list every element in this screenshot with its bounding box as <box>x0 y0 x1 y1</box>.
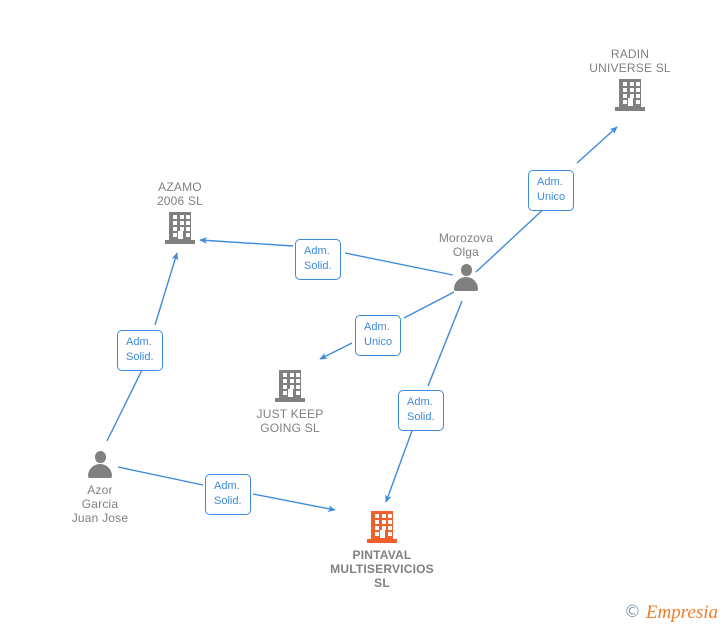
building-icon <box>165 212 195 244</box>
edge-label-morozova-azamo[interactable]: Adm. Solid. <box>295 239 341 280</box>
edge-azor-azamo <box>106 252 179 442</box>
node-azamo-2006-sl[interactable]: AZAMO 2006 SL <box>110 180 250 244</box>
edge-label-azor-azamo[interactable]: Adm. Solid. <box>117 330 163 371</box>
node-radin-universe-sl[interactable]: RADIN UNIVERSE SL <box>560 47 700 111</box>
brand-name: Empresia <box>645 602 718 623</box>
edge-morozova-pintaval <box>385 300 463 503</box>
building-icon <box>615 79 645 111</box>
node-just-keep-going-sl[interactable]: JUST KEEP GOING SL <box>220 370 360 435</box>
node-azor-garcia-juan-jose[interactable]: Azor Garcia Juan Jose <box>30 450 170 525</box>
building-icon-highlighted <box>367 511 397 543</box>
node-pintaval-multiservicios-sl[interactable]: PINTAVAL MULTISERVICIOS SL <box>312 511 452 590</box>
node-label-azamo-2006-sl: AZAMO 2006 SL <box>156 180 204 208</box>
edge-label-morozova-radin[interactable]: Adm. Unico <box>528 170 575 211</box>
copyright-icon: © <box>623 602 641 622</box>
person-icon <box>86 450 114 478</box>
edge-morozova-azamo <box>199 237 454 276</box>
node-label-radin-universe-sl: RADIN UNIVERSE SL <box>589 47 671 75</box>
edge-label-azor-pintaval[interactable]: Adm. Solid. <box>205 474 251 515</box>
edge-label-morozova-justkeep[interactable]: Adm. Unico <box>355 315 402 356</box>
node-label-azor-garcia-juan-jose: Azor Garcia Juan Jose <box>71 483 129 525</box>
edge-morozova-justkeep <box>319 291 455 360</box>
node-label-pintaval-multiservicios-sl: PINTAVAL MULTISERVICIOS SL <box>330 548 434 590</box>
node-label-just-keep-going-sl: JUST KEEP GOING SL <box>256 407 324 435</box>
edge-azor-pintaval <box>117 466 336 512</box>
node-label-morozova-olga: Morozova Olga <box>438 231 494 259</box>
edge-label-morozova-pintaval[interactable]: Adm. Solid. <box>398 390 444 431</box>
node-morozova-olga[interactable]: Morozova Olga <box>396 231 536 291</box>
edge-morozova-radin <box>475 126 618 273</box>
watermark: © Empresia <box>624 603 718 622</box>
building-icon <box>275 370 305 402</box>
person-icon <box>452 263 480 291</box>
